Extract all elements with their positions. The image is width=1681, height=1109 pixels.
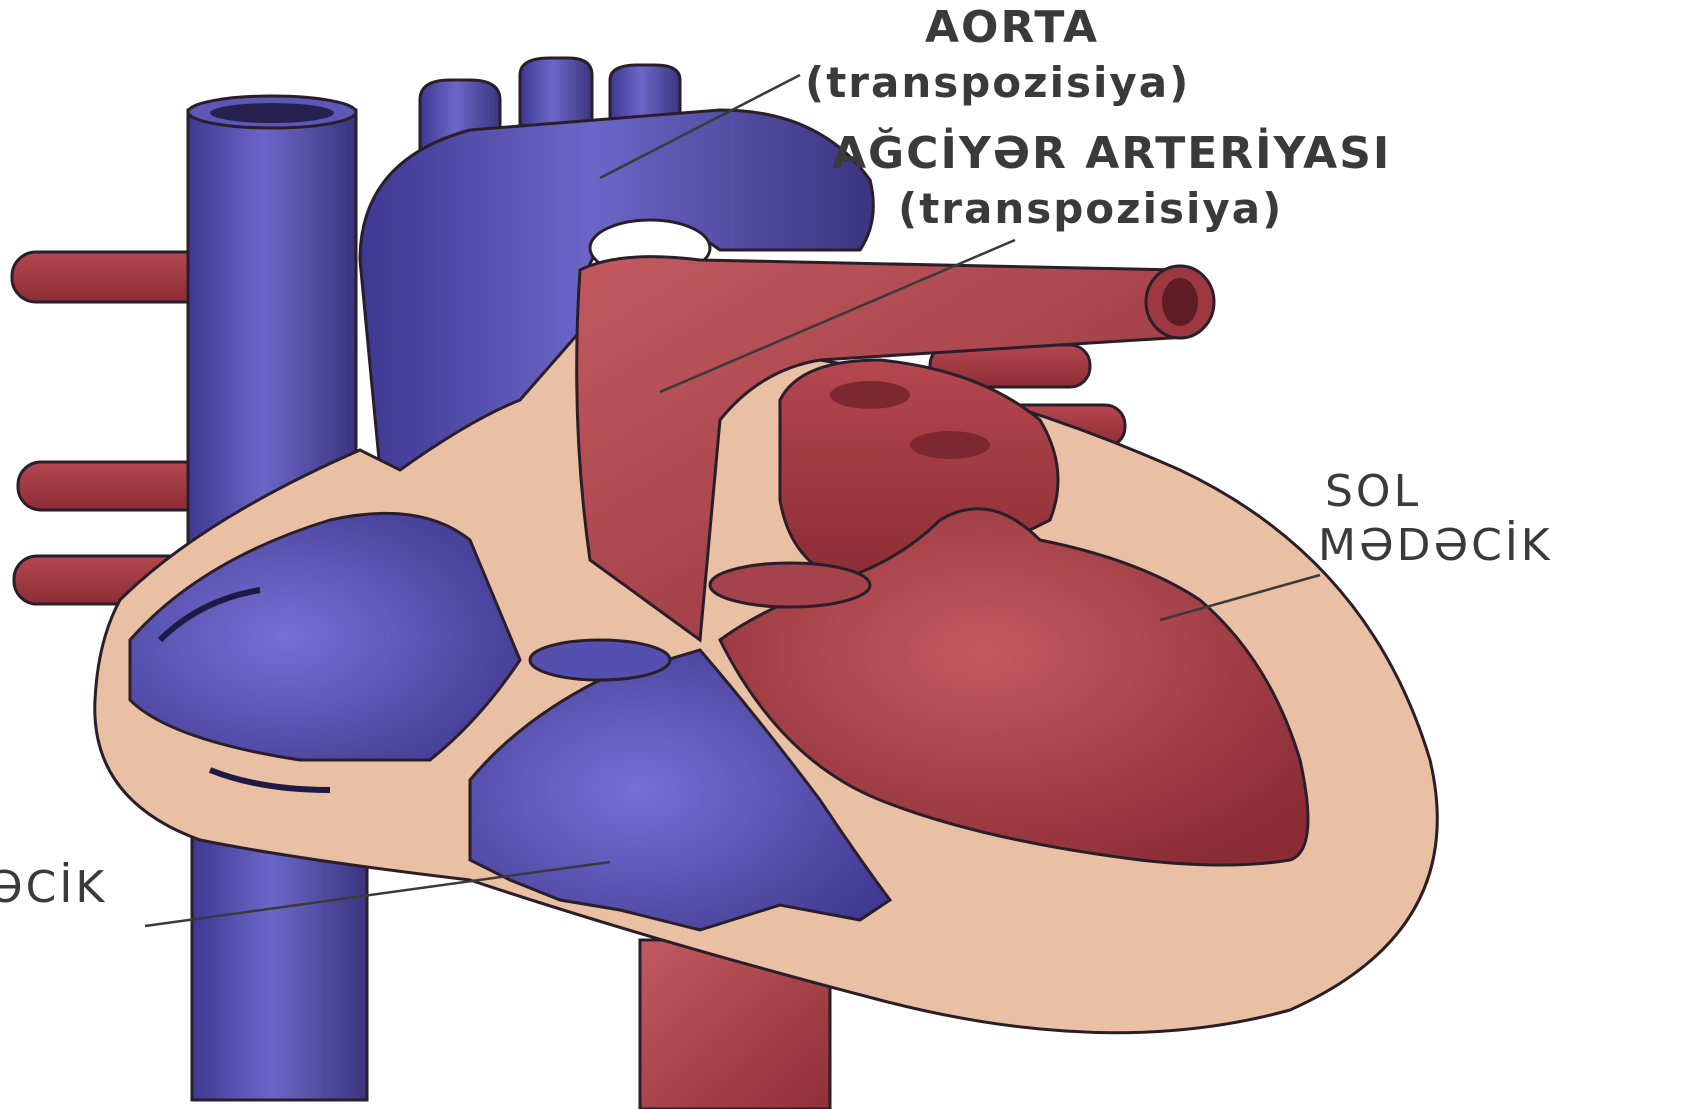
aorta-label: AORTA	[925, 6, 1099, 50]
left-ventricle-label-line2: MƏDƏCİK	[1318, 524, 1553, 568]
aorta-sublabel: (transpozisiya)	[805, 62, 1190, 104]
pulmonary-artery-label: AĞCİYƏR ARTERİYASI	[832, 132, 1391, 176]
left-ventricle-label-line1: SOL	[1325, 470, 1421, 514]
right-ventricle-label-fragment: ƏCİK	[0, 866, 107, 910]
pulmonary-artery-sublabel: (transpozisiya)	[898, 188, 1283, 230]
